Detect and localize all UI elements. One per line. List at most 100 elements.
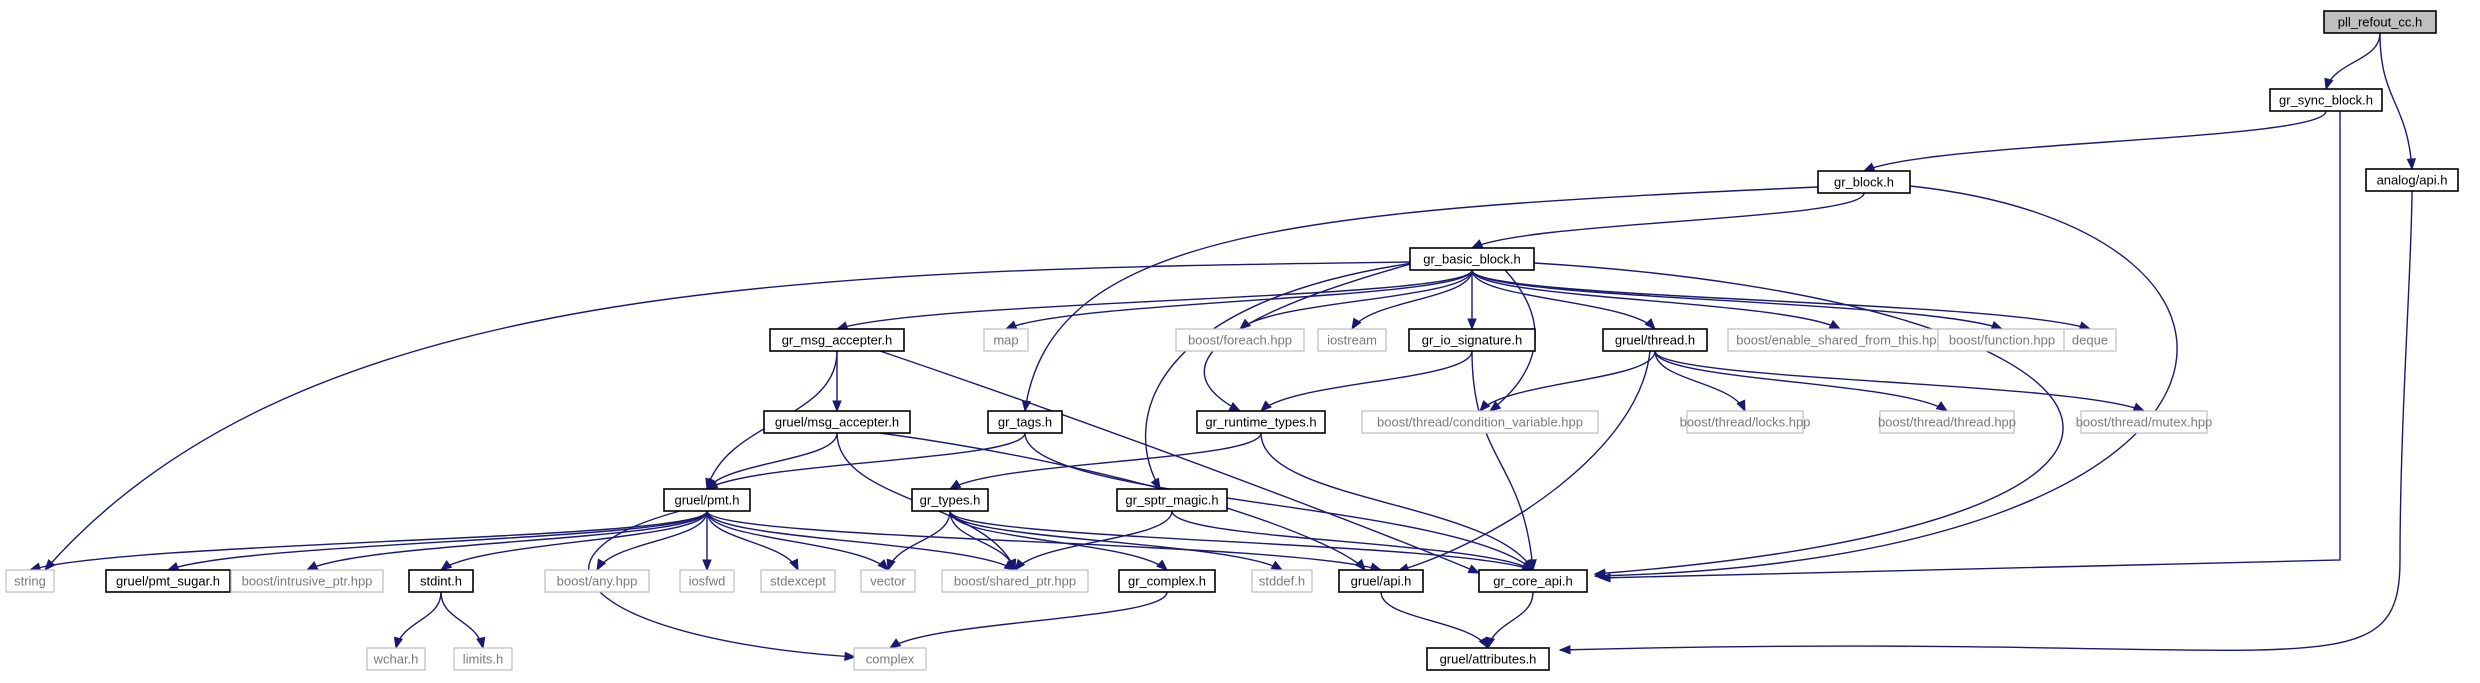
edge-line (1471, 269, 2091, 330)
node-label: stdint.h (420, 574, 462, 589)
node-gr-tags[interactable]: gr_tags.h (987, 410, 1063, 434)
edge-gruel_pmt-to-string (28, 510, 708, 572)
node-box (763, 410, 911, 434)
node-gr-block[interactable]: gr_block.h (1817, 170, 1911, 194)
node-gr-runtime-types[interactable]: gr_runtime_types.h (1196, 410, 1326, 434)
node-boost-cond-var: boost/thread/condition_variable.hpp (1361, 410, 1599, 434)
edge-gruel_pmt-to-stdint (439, 510, 708, 571)
edge-line (1471, 269, 1841, 330)
arrow-head-icon (705, 479, 719, 490)
arrow-head-icon (439, 559, 453, 571)
node-stdexcept: stdexcept (760, 569, 836, 593)
node-gr-sptr-magic[interactable]: gr_sptr_magic.h (1116, 488, 1228, 512)
node-analog-api[interactable]: analog/api.h (2365, 168, 2459, 192)
node-box (105, 569, 231, 593)
node-gr-core-api[interactable]: gr_core_api.h (1478, 569, 1588, 593)
node-box (1817, 170, 1911, 194)
edge-gr_block-to-gr_core_api (1593, 185, 2178, 581)
node-gr-basic-block[interactable]: gr_basic_block.h (1409, 247, 1535, 271)
node-stddef: stddef.h (1251, 569, 1313, 593)
edge-gruel_pmt-to-gruel_api (706, 510, 1383, 572)
edge-line (1260, 432, 1534, 571)
edge-gr_io_signature-to-gr_runtime_types (1260, 350, 1473, 412)
node-gr-msg-accepter[interactable]: gr_msg_accepter.h (769, 328, 905, 352)
arrow-head-icon (1260, 400, 1272, 412)
edge-line (706, 510, 799, 571)
arrow-head-icon (832, 400, 842, 413)
arrow-head-icon (1007, 558, 1017, 572)
node-layer: pll_refout_cc.h gr_sync_block.h analog/api… (5, 10, 2459, 671)
node-label: map (993, 333, 1018, 348)
node-label: gr_sptr_magic.h (1125, 493, 1218, 508)
edge-line (306, 510, 708, 571)
node-box (1196, 410, 1326, 434)
edge-gruel_thread-to-boost_thread (1654, 350, 1949, 412)
edge-gr_basic_block-to-gr_sptr_magic (1144, 261, 1421, 491)
edge-line (706, 432, 838, 490)
node-box (760, 569, 836, 593)
edge-gruel_pmt-to-gruel_pmt_sugar (166, 510, 708, 571)
edge-gruel_msg_accepter-to-gruel_pmt (706, 432, 838, 491)
node-gr-complex[interactable]: gr_complex.h (1118, 569, 1216, 593)
edge-line (1171, 510, 1534, 571)
node-gruel-pmt-sugar[interactable]: gruel/pmt_sugar.h (105, 569, 231, 593)
arrow-head-icon (2324, 77, 2334, 91)
node-gr-io-signature[interactable]: gr_io_signature.h (1408, 328, 1536, 352)
edge-gr_complex-to-complex (888, 591, 1168, 649)
edge-line (588, 510, 856, 658)
node-box (544, 569, 650, 593)
node-label: iostream (1327, 333, 1377, 348)
node-label: boost/intrusive_ptr.hpp (242, 574, 373, 589)
node-box (853, 647, 927, 671)
edge-gr_types-to-stddef (949, 510, 1284, 571)
node-label: wchar.h (373, 652, 419, 667)
arrow-head-icon (305, 561, 319, 571)
node-deque: deque (2063, 328, 2117, 352)
node-label: gruel/attributes.h (1440, 652, 1537, 667)
arrow-head-icon (1935, 401, 1949, 412)
node-label: gruel/msg_accepter.h (775, 415, 899, 430)
arrow-head-icon (948, 479, 962, 490)
arrow-head-icon (1862, 162, 1876, 172)
edge-line (1380, 591, 1489, 649)
node-gruel-attributes[interactable]: gruel/attributes.h (1426, 647, 1550, 671)
edge-line (29, 510, 708, 571)
arrow-head-icon (1014, 558, 1026, 572)
edge-gr_basic_block-to-deque (1471, 269, 2092, 331)
edge-gr_types-to-vector (886, 510, 951, 572)
node-label: boost/function.hpp (1949, 333, 2055, 348)
arrow-head-icon (2406, 158, 2416, 171)
edge-gruel_api-to-gruel_attributes (1380, 591, 1489, 650)
edge-gr_sync_block-to-gr_block (1862, 110, 2327, 172)
node-gruel-thread[interactable]: gruel/thread.h (1602, 328, 1708, 352)
edge-stdint-to-limits (440, 591, 486, 650)
node-label: gr_io_signature.h (1422, 333, 1522, 348)
edge-line (1479, 350, 1656, 412)
node-label: gr_runtime_types.h (1205, 415, 1316, 430)
node-gruel-msg-accepter[interactable]: gruel/msg_accepter.h (763, 410, 911, 434)
edge-line (1599, 111, 2341, 579)
edge-line (1594, 185, 2178, 577)
node-boost-mutex: boost/thread/mutex.hpp (2076, 410, 2212, 434)
node-gr-sync-block[interactable]: gr_sync_block.h (2269, 88, 2383, 112)
edge-line (2379, 32, 2413, 170)
edge-line (1005, 269, 1473, 330)
node-box (1118, 569, 1216, 593)
node-gruel-pmt[interactable]: gruel/pmt.h (663, 488, 751, 512)
node-map: map (983, 328, 1029, 352)
edge-line (836, 269, 1473, 330)
node-stdint[interactable]: stdint.h (408, 569, 474, 593)
node-gr-types[interactable]: gr_types.h (911, 488, 989, 512)
node-gruel-api[interactable]: gruel/api.h (1338, 569, 1424, 593)
arrow-head-icon (1228, 401, 1242, 412)
node-pll-refout-cc[interactable]: pll_refout_cc.h (2323, 10, 2437, 34)
node-box (2269, 88, 2383, 112)
node-label: complex (866, 652, 915, 667)
arrow-head-icon (1351, 317, 1362, 331)
node-label: stddef.h (1259, 574, 1305, 589)
arrow-head-icon (1479, 399, 1491, 413)
node-boost-enable-shared: boost/enable_shared_from_this.hpp (1727, 328, 1953, 352)
edge-gr_sptr_magic-to-gr_core_api (1171, 510, 1535, 571)
arrow-head-icon (1156, 559, 1168, 571)
node-box (1409, 247, 1535, 271)
